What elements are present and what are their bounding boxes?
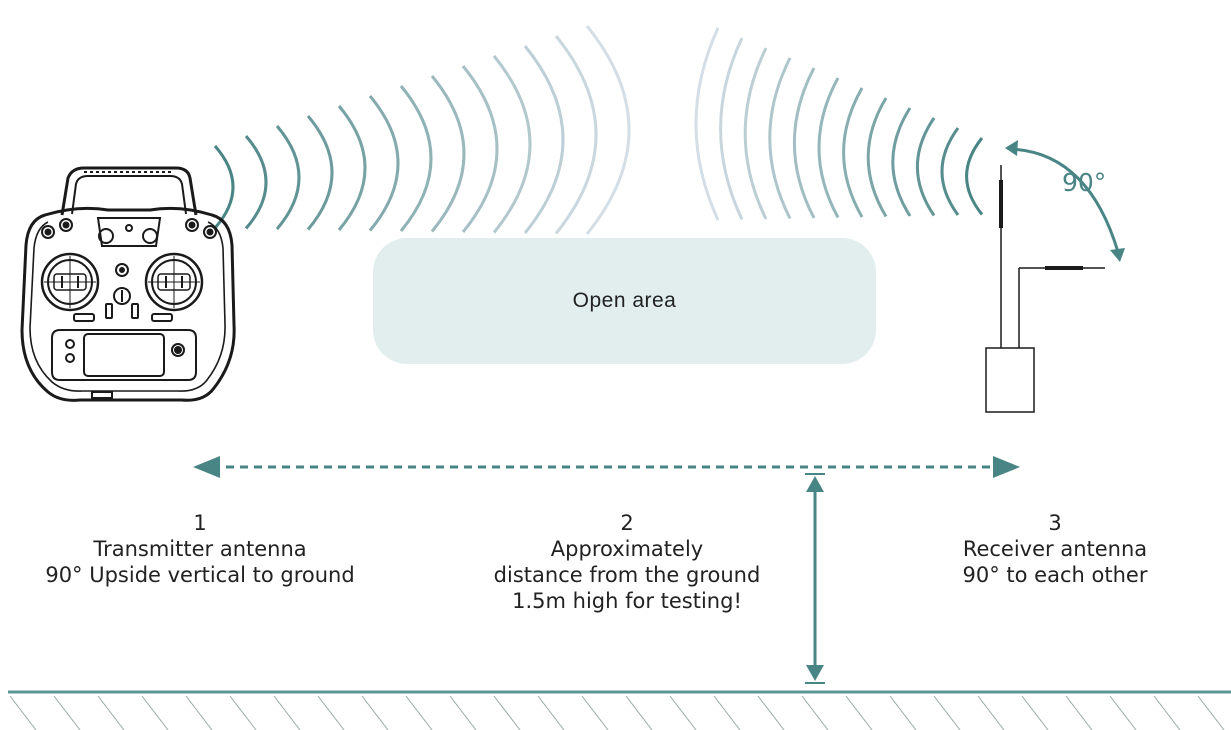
signal-wave-arc xyxy=(492,55,532,234)
receiver-box-icon xyxy=(985,165,1105,413)
signal-wave-arc xyxy=(554,35,598,235)
hatch-line xyxy=(9,695,37,730)
hatch-line xyxy=(933,695,961,730)
hatch-line xyxy=(845,695,873,730)
caption-line: distance from the ground xyxy=(493,563,761,587)
signal-wave-arc xyxy=(793,67,816,219)
angle-label: 90° xyxy=(1062,168,1107,197)
signal-wave-arc xyxy=(817,77,840,219)
signal-wave-arc xyxy=(866,97,888,218)
open-area-label: Open area xyxy=(572,289,677,312)
ground-hatching xyxy=(9,695,1225,730)
hatch-line xyxy=(229,695,257,730)
caption-line: 90° Upside vertical to ground xyxy=(45,563,355,587)
signal-wave-arc xyxy=(399,85,433,232)
caption-line: Transmitter antenna xyxy=(93,537,307,561)
ninety-degree-arc-arrow xyxy=(1005,140,1125,262)
hatch-line xyxy=(449,695,477,730)
horizontal-distance-arrow xyxy=(193,456,1020,478)
caption-number: 3 xyxy=(1048,511,1062,535)
caption-receiver: 3 Receiver antenna 90° to each other xyxy=(920,510,1190,588)
hatch-line xyxy=(625,695,653,730)
open-area-zone: Open area xyxy=(373,238,876,364)
signal-wave-arc xyxy=(768,57,792,220)
caption-line: Approximately xyxy=(550,537,704,561)
hatch-line xyxy=(185,695,213,730)
hatch-line xyxy=(317,695,345,730)
hatch-line xyxy=(1109,695,1137,730)
hatch-line xyxy=(361,695,389,730)
hatch-line xyxy=(757,695,785,730)
signal-wave-arc xyxy=(337,105,367,231)
transmitter-signal-waves xyxy=(213,25,631,235)
rc-transmitter-icon xyxy=(20,166,236,402)
hatch-line xyxy=(537,695,565,730)
signal-wave-arc xyxy=(461,65,499,233)
hatch-line xyxy=(889,695,917,730)
hatch-line xyxy=(977,695,1005,730)
signal-wave-arc xyxy=(694,27,720,221)
caption-number: 2 xyxy=(620,511,634,535)
hatch-line xyxy=(1065,695,1093,730)
signal-wave-arc xyxy=(523,45,565,234)
hatch-line xyxy=(273,695,301,730)
signal-wave-arc xyxy=(965,137,984,216)
signal-wave-arc xyxy=(244,135,268,230)
hatch-line xyxy=(801,695,829,730)
receiver-signal-waves xyxy=(694,27,984,221)
hatch-line xyxy=(669,695,697,730)
ground-line xyxy=(8,690,1231,730)
signal-wave-arc xyxy=(368,95,400,232)
hatch-line xyxy=(53,695,81,730)
hatch-line xyxy=(1153,695,1181,730)
hatch-line xyxy=(1197,695,1225,730)
caption-transmitter: 1 Transmitter antenna 90° Upside vertica… xyxy=(0,510,400,588)
signal-wave-arc xyxy=(891,107,912,217)
caption-height: 2 Approximately distance from the ground… xyxy=(462,510,792,614)
hatch-line xyxy=(713,695,741,730)
signal-wave-arc xyxy=(743,47,768,220)
caption-line: 90° to each other xyxy=(962,563,1148,587)
caption-line: Receiver antenna xyxy=(962,537,1148,561)
hatch-line xyxy=(493,695,521,730)
signal-wave-arc xyxy=(916,117,936,217)
hatch-line xyxy=(405,695,433,730)
signal-wave-arc xyxy=(842,87,864,218)
hatch-line xyxy=(581,695,609,730)
caption-line: 1.5m high for testing! xyxy=(512,589,742,613)
signal-wave-arc xyxy=(940,127,960,216)
signal-wave-arc xyxy=(275,125,301,230)
hatch-line xyxy=(1021,695,1049,730)
hatch-line xyxy=(97,695,125,730)
signal-wave-arc xyxy=(306,115,334,231)
signal-wave-arc xyxy=(430,75,466,233)
vertical-height-arrow xyxy=(805,473,825,684)
signal-wave-arc xyxy=(719,37,744,221)
caption-number: 1 xyxy=(193,511,207,535)
hatch-line xyxy=(141,695,169,730)
signal-wave-arc xyxy=(585,25,631,235)
